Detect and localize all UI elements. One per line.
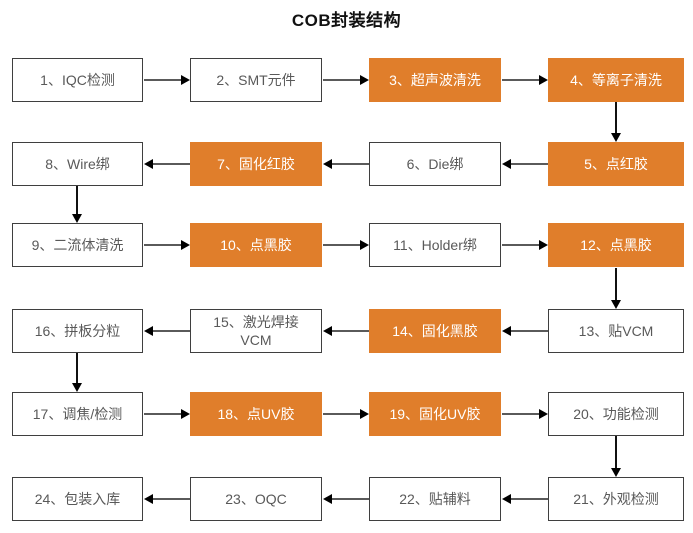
flow-step-8: 8、Wire绑 [12, 142, 143, 186]
flow-step-11: 11、Holder绑 [369, 223, 501, 267]
arrow-20-21 [611, 436, 621, 477]
arrow-22-23 [323, 494, 369, 504]
flow-step-2: 2、SMT元件 [190, 58, 322, 102]
flow-step-24: 24、包装入库 [12, 477, 143, 521]
flow-step-21: 21、外观检测 [548, 477, 684, 521]
arrow-2-3 [323, 75, 369, 85]
arrow-18-19 [323, 409, 369, 419]
flow-step-9: 9、二流体清洗 [12, 223, 143, 267]
arrow-21-22 [502, 494, 548, 504]
flow-step-22: 22、贴辅料 [369, 477, 501, 521]
flow-step-20: 20、功能检测 [548, 392, 684, 436]
arrow-23-24 [144, 494, 190, 504]
arrow-4-5 [611, 102, 621, 142]
arrow-9-10 [144, 240, 190, 250]
arrow-8-9 [72, 186, 82, 223]
flow-step-12: 12、点黑胶 [548, 223, 684, 267]
arrow-7-8 [144, 159, 190, 169]
arrow-1-2 [144, 75, 190, 85]
arrow-3-4 [502, 75, 548, 85]
arrow-10-11 [323, 240, 369, 250]
flow-step-14: 14、固化黑胶 [369, 309, 501, 353]
arrow-15-16 [144, 326, 190, 336]
arrow-11-12 [502, 240, 548, 250]
flow-step-15: 15、激光焊接 VCM [190, 309, 322, 353]
flow-step-1: 1、IQC检测 [12, 58, 143, 102]
flow-step-17: 17、调焦/检测 [12, 392, 143, 436]
flow-step-16: 16、拼板分粒 [12, 309, 143, 353]
flow-step-4: 4、等离子清洗 [548, 58, 684, 102]
flow-step-3: 3、超声波清洗 [369, 58, 501, 102]
flow-step-18: 18、点UV胶 [190, 392, 322, 436]
arrow-13-14 [502, 326, 548, 336]
flow-step-13: 13、贴VCM [548, 309, 684, 353]
flow-step-7: 7、固化红胶 [190, 142, 322, 186]
diagram-title: COB封装结构 [291, 11, 402, 30]
arrow-5-6 [502, 159, 548, 169]
arrow-19-20 [502, 409, 548, 419]
arrow-14-15 [323, 326, 369, 336]
flow-step-10: 10、点黑胶 [190, 223, 322, 267]
flow-step-19: 19、固化UV胶 [369, 392, 501, 436]
flow-step-5: 5、点红胶 [548, 142, 684, 186]
flow-step-6: 6、Die绑 [369, 142, 501, 186]
arrow-17-18 [144, 409, 190, 419]
arrow-12-13 [611, 268, 621, 309]
arrow-16-17 [72, 353, 82, 392]
flow-step-23: 23、OQC [190, 477, 322, 521]
arrow-6-7 [323, 159, 369, 169]
